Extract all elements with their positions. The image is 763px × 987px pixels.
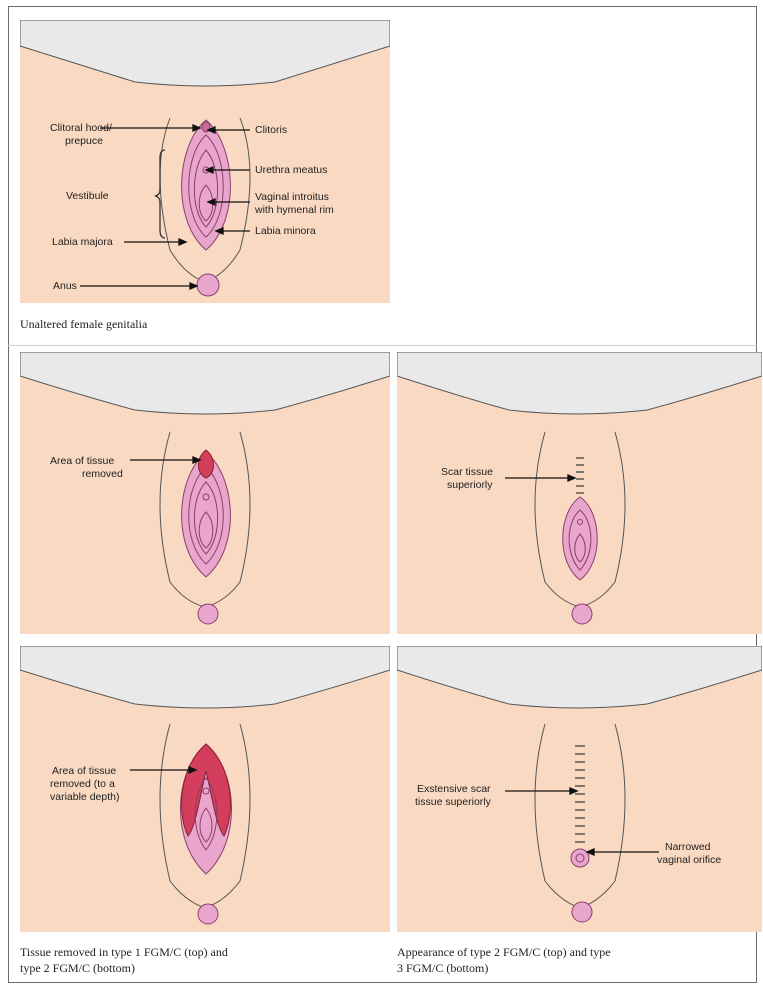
anus-illustration — [197, 274, 219, 296]
panel-scar: Scar tissue superiorly — [397, 352, 762, 634]
urethra-label: Urethra meatus — [255, 164, 327, 176]
vestibule-bracket — [155, 150, 165, 238]
type2-label-2: removed (to a — [50, 778, 115, 790]
clitoral-hood-label: Clitoral hood/ — [50, 122, 112, 134]
panel-type3: Exstensive scar tissue superiorly Narrow… — [397, 646, 762, 932]
panel-type2: Area of tissue removed (to a variable de… — [20, 646, 390, 932]
type3-diagram: Exstensive scar tissue superiorly Narrow… — [397, 646, 762, 932]
type1-label: Area of tissue — [50, 455, 114, 467]
caption-unaltered: Unaltered female genitalia — [20, 316, 147, 332]
removed-tissue-area — [199, 450, 214, 478]
clitoris-label: Clitoris — [255, 124, 287, 136]
narrowed-orifice-label: Narrowed — [665, 841, 711, 853]
panel-unaltered: Clitoral hood/ prepuce Clitoris Urethra … — [20, 20, 390, 303]
extensive-scar-label-2: tissue superiorly — [415, 796, 492, 808]
type2-label: Area of tissue — [52, 765, 116, 777]
type2-label-3: variable depth) — [50, 791, 119, 803]
scar-diagram: Scar tissue superiorly — [397, 352, 762, 634]
extensive-scar-marks — [575, 746, 585, 842]
labia-majora-label: Labia majora — [52, 236, 113, 248]
scar-label-2: superiorly — [447, 479, 493, 491]
clitoral-hood-label-2: prepuce — [65, 135, 103, 147]
extensive-scar-label: Exstensive scar — [417, 783, 491, 795]
vestibule-label: Vestibule — [66, 190, 109, 202]
unaltered-anatomy-diagram: Clitoral hood/ prepuce Clitoris Urethra … — [20, 20, 390, 303]
introitus-label-2: with hymenal rim — [254, 204, 334, 216]
caption-type2-type3: Appearance of type 2 FGM/C (top) and typ… — [397, 944, 611, 976]
type1-label-2: removed — [82, 468, 123, 480]
type1-diagram: Area of tissue removed — [20, 352, 390, 634]
labia-minora-label: Labia minora — [255, 225, 316, 237]
type2-diagram: Area of tissue removed (to a variable de… — [20, 646, 390, 932]
anus-label: Anus — [53, 280, 77, 292]
section-divider — [8, 345, 757, 346]
caption-type1-type2: Tissue removed in type 1 FGM/C (top) and… — [20, 944, 228, 976]
scar-label: Scar tissue — [441, 466, 493, 478]
panel-type1: Area of tissue removed — [20, 352, 390, 634]
introitus-label: Vaginal introitus — [255, 191, 329, 203]
scar-tissue-marks — [576, 458, 584, 493]
narrowed-orifice-label-2: vaginal orifice — [657, 854, 721, 866]
